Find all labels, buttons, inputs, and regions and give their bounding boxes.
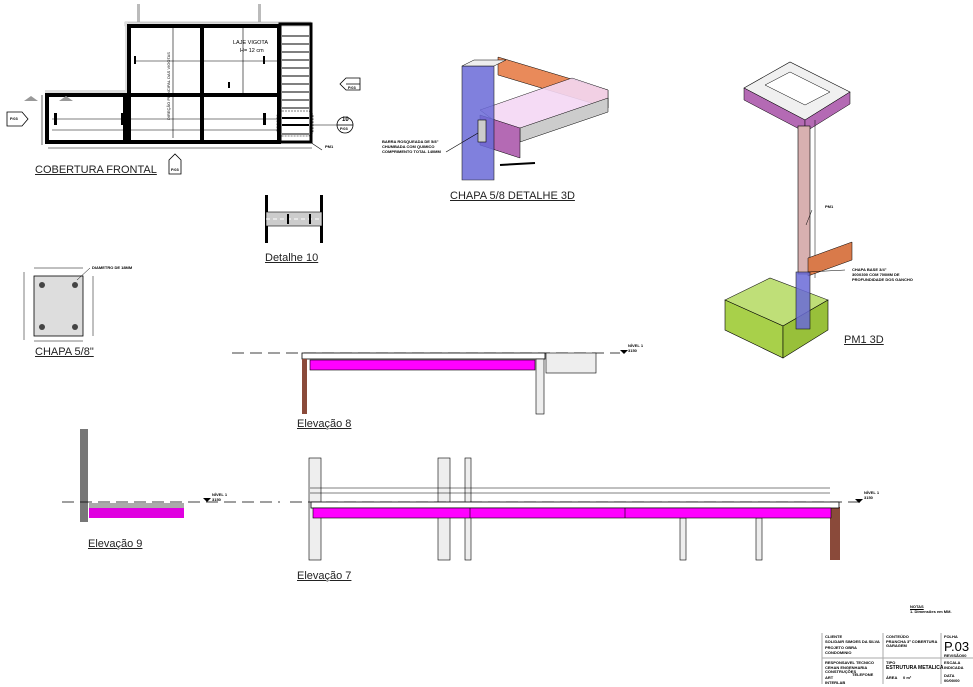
view-title-chapa-5-8: CHAPA 5/8" xyxy=(35,346,94,358)
escala-value: INDICADA xyxy=(944,665,964,670)
area-value: 0 m² xyxy=(903,675,912,680)
cliente-label: CLIENTE xyxy=(825,634,843,639)
tipo-label: TIPO xyxy=(886,660,896,665)
escala-label: ESCALA xyxy=(944,660,961,665)
elev8-level-value: 3150 xyxy=(628,348,637,353)
detail-tag-sheet[interactable]: P.03 xyxy=(340,126,348,131)
view-title-elevacao-9: Elevação 9 xyxy=(88,538,143,550)
section-tag-right[interactable]: P.03 xyxy=(348,85,356,90)
elev8-level-name: NÍVEL 1 xyxy=(628,343,644,348)
view-title-elevacao-7: Elevação 7 xyxy=(297,570,352,582)
telefone-label: TELEFONE xyxy=(852,672,874,677)
revisao-value: 00 xyxy=(962,653,967,658)
art-value: INTERLAB xyxy=(825,680,846,685)
revisao-label: REVISÃO xyxy=(944,653,963,658)
pm-label: PM1 xyxy=(325,144,334,149)
view-title-elevacao-8: Elevação 8 xyxy=(297,418,352,430)
pm1-note-3: PROFUNDIDADE DOS GANCHO xyxy=(852,277,913,282)
chapa-3d-note-3: COMPRIMENTO TOTAL 140MM xyxy=(382,149,441,154)
responsavel-value: CEHAN ENGENHARIA CONSTRUÇÕES xyxy=(825,665,868,674)
laje-label: LAJE VIGOTA xyxy=(233,40,269,46)
folha-value: P.03 xyxy=(944,639,970,654)
view-title-detalhe-10: Detalhe 10 xyxy=(265,252,319,264)
pm1-note-2: 300X300 COM 700MM DE xyxy=(852,272,900,277)
projeto-label: PROJETO OBRA xyxy=(825,645,857,650)
view-title-pm1-3d: PM1 3D xyxy=(844,334,884,346)
projeto-value: CONDOMINIO xyxy=(825,650,852,655)
detail-tag-number[interactable]: 10 xyxy=(342,117,349,123)
chapa-hole-note: DIAMETRO DE 18MM xyxy=(92,265,133,270)
section-tag-left[interactable]: P.03 xyxy=(10,116,18,121)
chapa-3d-note-1: BARRA ROSQUEADA DE 5/8" xyxy=(382,139,439,144)
data-value: 00/00/00 xyxy=(944,678,960,683)
elev9-level-value: 3150 xyxy=(212,497,221,502)
laje-height: H= 12 cm xyxy=(240,48,264,54)
section-tag-bottom[interactable]: P.03 xyxy=(171,167,179,172)
area-label: ÁREA xyxy=(886,675,898,680)
conteudo-label: CONTEÚDO xyxy=(886,634,909,639)
view-title-cobertura-frontal: COBERTURA FRONTAL xyxy=(35,164,157,176)
view-title-chapa-detalhe-3d: CHAPA 5/8 DETALHE 3D xyxy=(450,190,575,202)
pm1-label: PM1 xyxy=(825,204,834,209)
tipo-value: ESTRUTURA METALICA xyxy=(886,665,944,671)
conteudo-value: PRANCHA 3ª COBERTURA GARAGEM xyxy=(886,639,938,648)
elev7-level-name: NÍVEL 1 xyxy=(864,490,880,495)
chapa-3d-note-2: CHUMBADA COM QUIMICO xyxy=(382,144,435,149)
pm1-note-1: CHAPA BASE 3/4" xyxy=(852,267,887,272)
elev9-level-name: NÍVEL 1 xyxy=(212,492,228,497)
cliente-value: SOLIDAIR SIMOES DA SILVA xyxy=(825,639,880,644)
notes-item-1: 1. Dimensões em MM. xyxy=(910,609,952,614)
data-label: DATA xyxy=(944,673,955,678)
elev7-level-value: 3150 xyxy=(864,495,873,500)
art-label: ART xyxy=(825,675,834,680)
responsavel-label: RESPONSAVEL TECNICO xyxy=(825,660,874,665)
folha-label: FOLHA xyxy=(944,634,958,639)
notes-heading: NOTAS xyxy=(910,604,924,609)
